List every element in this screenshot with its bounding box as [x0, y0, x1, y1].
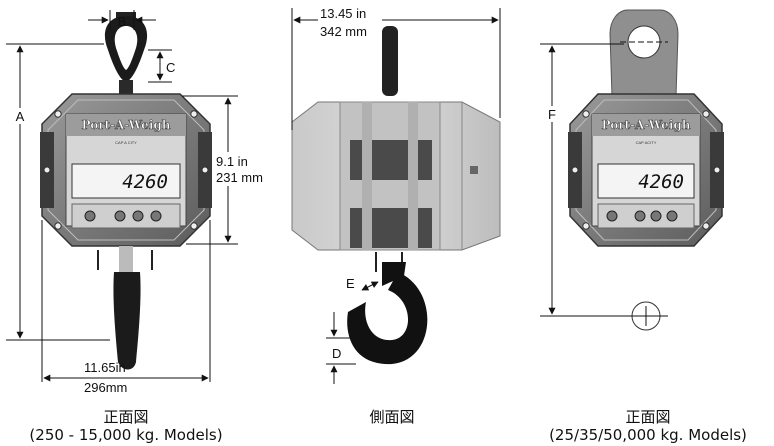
shackle [104, 12, 148, 94]
dimension-A: A [6, 43, 110, 341]
caption-front-right-title: 正面図 [625, 408, 670, 426]
svg-text:F: F [548, 107, 556, 122]
caption-front-left-title: 正面図 [103, 408, 148, 426]
svg-text:13.45 in: 13.45 in [320, 6, 366, 21]
svg-text:342 mm: 342 mm [320, 24, 367, 39]
display-readout: 4260 [122, 171, 168, 193]
dimension-C: C [148, 49, 175, 83]
svg-text:9.1 in: 9.1 in [216, 154, 248, 169]
dimension-body-height: 9.1 in 231 mm [182, 95, 280, 245]
caption-front-right-models: (25/35/50,000 kg. Models) [549, 426, 747, 444]
svg-text:D: D [332, 346, 341, 361]
dimension-E: E [346, 276, 379, 291]
brand-logo: Port-A-Weigh [82, 118, 171, 132]
front-view-right: Port-A-Weigh CAP ACITY 4260 F 正面図 (25/35… [540, 9, 747, 444]
display-readout: 4260 [638, 171, 684, 193]
svg-text:C: C [166, 60, 175, 75]
svg-text:B: B [118, 14, 127, 29]
dimension-front-width: 11.65in 296mm [41, 220, 211, 395]
capacity-label: CAP ACITY [636, 140, 657, 145]
dimension-D: D [326, 312, 356, 384]
svg-text:E: E [346, 276, 355, 291]
svg-text:231 mm: 231 mm [216, 170, 263, 185]
capacity-label: CAP A CITY [115, 140, 137, 145]
front-view-left: Port-A-Weigh CAP A CITY 4260 A [6, 10, 280, 444]
dimension-F: F [540, 43, 632, 317]
dimension-B: B [88, 10, 156, 30]
svg-text:11.65in: 11.65in [84, 360, 126, 375]
caption-front-left-models: (250 - 15,000 kg. Models) [29, 426, 222, 444]
svg-text:296mm: 296mm [84, 380, 127, 395]
dimension-side-width: 13.45 in 342 mm [291, 4, 501, 130]
scale-body: Port-A-Weigh CAP A CITY 4260 [40, 93, 212, 247]
side-view: 13.45 in 342 mm E D 側面図 [291, 4, 501, 426]
hook-handle [97, 246, 153, 370]
brand-logo: Port-A-Weigh [602, 118, 691, 132]
svg-text:A: A [16, 109, 25, 124]
caption-side-title: 側面図 [369, 408, 414, 426]
